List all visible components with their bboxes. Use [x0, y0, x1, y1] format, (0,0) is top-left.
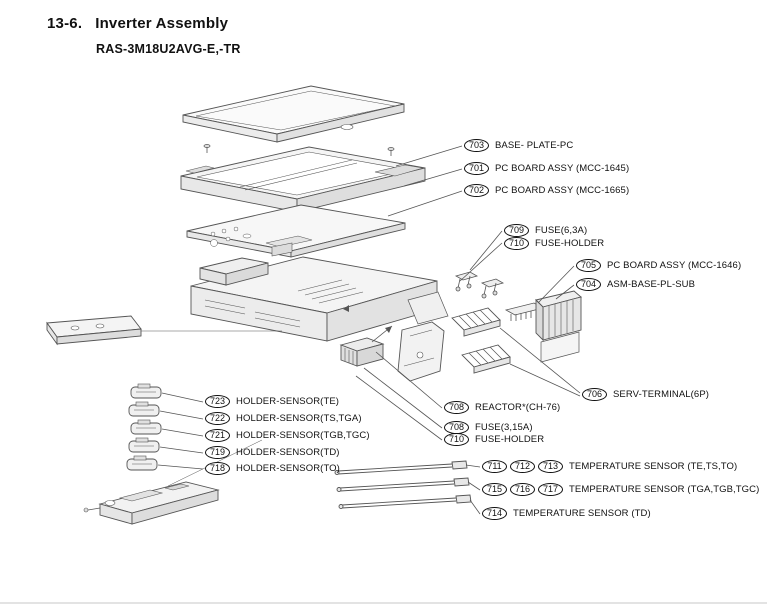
callout-710-lower: 710 FUSE-HOLDER: [444, 433, 544, 446]
callout-723: 723 HOLDER-SENSOR(TE): [205, 395, 339, 408]
fuse-assembly-parts: [454, 271, 505, 299]
part-number-oval: 709: [504, 224, 529, 237]
part-label: FUSE-HOLDER: [535, 238, 605, 249]
part-number-oval: 712: [510, 460, 535, 473]
part-label: HOLDER-SENSOR(TS,TGA): [236, 413, 362, 424]
part-label: FUSE(6,3A): [535, 225, 588, 236]
base-plate-frame: [180, 146, 426, 213]
part-number-oval: 705: [576, 259, 601, 272]
callout-704: 704 ASM-BASE-PL-SUB: [576, 278, 695, 291]
part-number-oval: 702: [464, 184, 489, 197]
part-number-oval: 710: [444, 433, 469, 446]
callout-702: 702 PC BOARD ASSY (MCC-1665): [464, 184, 629, 197]
leader-lines: [157, 145, 581, 515]
callout-719: 719 HOLDER-SENSOR(TD): [205, 446, 340, 459]
callout-722: 722 HOLDER-SENSOR(TS,TGA): [205, 412, 362, 425]
part-number-oval: 706: [582, 388, 607, 401]
pc-board-flat: [186, 204, 406, 258]
callout-721: 721 HOLDER-SENSOR(TGB,TGC): [205, 429, 370, 442]
section-heading: 13-6. Inverter Assembly: [47, 15, 228, 32]
part-label: SERV-TERMINAL(6P): [613, 389, 710, 400]
asm-base-pl-sub: [535, 290, 582, 363]
part-number-oval: 722: [205, 412, 230, 425]
mounting-bracket: [397, 321, 445, 382]
part-number-oval: 713: [538, 460, 563, 473]
part-label: HOLDER-SENSOR(TD): [236, 447, 340, 458]
part-number-oval: 710: [504, 237, 529, 250]
callout-711-712-713: 711 712 713 TEMPERATURE SENSOR (TE,TS,TO…: [482, 460, 737, 473]
part-number-oval: 715: [482, 483, 507, 496]
bottom-assembly: [83, 439, 263, 525]
callout-718: 718 HOLDER-SENSOR(TO): [205, 462, 340, 475]
model-number: RAS-3M18U2AVG-E,-TR: [96, 42, 241, 56]
callout-703: 703 BASE- PLATE-PC: [464, 139, 573, 152]
part-number-oval: 723: [205, 395, 230, 408]
part-number-oval: 708: [444, 401, 469, 414]
terminal-block-upper: [451, 307, 501, 337]
part-number-oval: 716: [510, 483, 535, 496]
callout-705: 705 PC BOARD ASSY (MCC-1646): [576, 259, 741, 272]
part-number-oval: 703: [464, 139, 489, 152]
callout-708-reactor: 708 REACTOR*(CH-76): [444, 401, 560, 414]
top-cover-plate: [182, 85, 405, 143]
page-footer-rule: [0, 602, 767, 604]
callout-701: 701 PC BOARD ASSY (MCC-1645): [464, 162, 629, 175]
part-label: TEMPERATURE SENSOR (TE,TS,TO): [569, 461, 738, 472]
section-title: Inverter Assembly: [95, 15, 229, 32]
part-label: TEMPERATURE SENSOR (TD): [513, 508, 651, 519]
part-label: FUSE-HOLDER: [475, 434, 545, 445]
part-label: PC BOARD ASSY (MCC-1665): [495, 185, 630, 196]
callout-710-upper: 710 FUSE-HOLDER: [504, 237, 604, 250]
part-number-oval: 704: [576, 278, 601, 291]
part-number-oval: 711: [482, 460, 507, 473]
terminal-block-lower: [461, 344, 511, 374]
part-label: FUSE(3,15A): [475, 422, 533, 433]
callout-714: 714 TEMPERATURE SENSOR (TD): [482, 507, 651, 520]
part-number-oval: 721: [205, 429, 230, 442]
part-label: REACTOR*(CH-76): [475, 402, 561, 413]
part-label: PC BOARD ASSY (MCC-1645): [495, 163, 630, 174]
holder-sensor-clips: [126, 383, 162, 471]
part-number-oval: 714: [482, 507, 507, 520]
main-chassis: [190, 256, 449, 342]
part-number-oval: 717: [538, 483, 563, 496]
reactor: [339, 325, 393, 367]
temp-sensor-rods: [334, 460, 472, 509]
cover-screws: [203, 144, 395, 156]
callout-709: 709 FUSE(6,3A): [504, 224, 587, 237]
part-label: ASM-BASE-PL-SUB: [607, 279, 696, 290]
part-label: HOLDER-SENSOR(TO): [236, 463, 340, 474]
part-number-oval: 701: [464, 162, 489, 175]
left-bracket: [46, 315, 282, 346]
part-label: BASE- PLATE-PC: [495, 140, 574, 151]
callout-715-716-717: 715 716 717 TEMPERATURE SENSOR (TGA,TGB,…: [482, 483, 759, 496]
part-number-oval: 718: [205, 462, 230, 475]
part-label: PC BOARD ASSY (MCC-1646): [607, 260, 742, 271]
part-number-oval: 719: [205, 446, 230, 459]
callout-706: 706 SERV-TERMINAL(6P): [582, 388, 709, 401]
part-label: HOLDER-SENSOR(TGB,TGC): [236, 430, 370, 441]
section-number: 13-6.: [47, 15, 83, 32]
part-label: TEMPERATURE SENSOR (TGA,TGB,TGC): [569, 484, 760, 495]
part-label: HOLDER-SENSOR(TE): [236, 396, 340, 407]
